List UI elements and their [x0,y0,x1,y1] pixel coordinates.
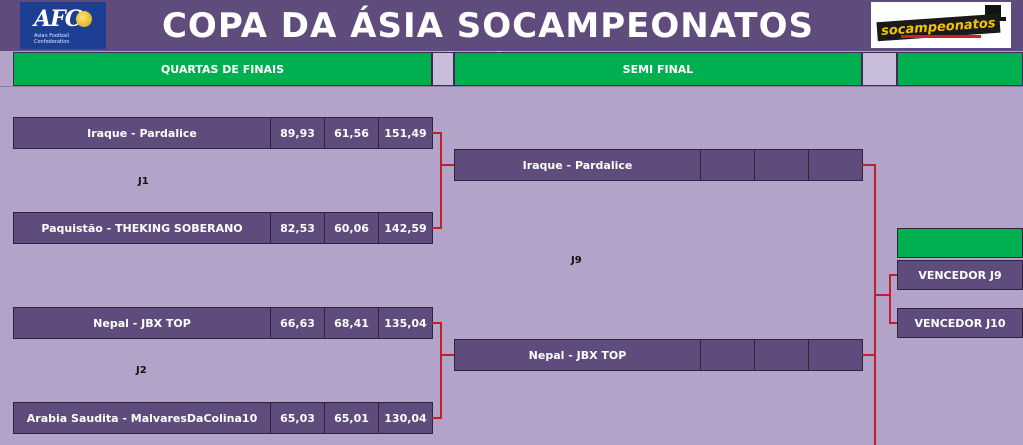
score-1: 66,63 [271,308,325,338]
score-total: 130,04 [379,403,432,433]
header-gap-2 [862,52,897,86]
match-label-j2: J2 [136,365,147,376]
bracket-line [862,164,875,166]
bracket-line [862,354,875,356]
match-row-qf1-away: Paquistão - THEKING SOBERANO 82,53 60,06… [13,212,433,244]
team-name: Iraque - Pardalice [455,150,701,180]
final-title-box [897,228,1023,258]
bracket-line [432,132,441,134]
afc-logo-text: AFC [34,6,82,32]
team-name: Nepal - JBX TOP [14,308,271,338]
match-row-qf1-home: Iraque - Pardalice 89,93 61,56 151,49 [13,117,433,149]
bracket-line [889,322,897,324]
bracket-line [440,354,454,356]
header-divider [0,86,1023,87]
team-name: Arabia Saudita - MalvaresDaColina10 [14,403,271,433]
score-1: 82,53 [271,213,325,243]
semifinals-header: SEMI FINAL [454,52,862,86]
score-2 [755,150,809,180]
score-1: 89,93 [271,118,325,148]
match-row-qf2-away: Arabia Saudita - MalvaresDaColina10 65,0… [13,402,433,434]
score-total [809,150,862,180]
bracket-line [440,132,442,229]
score-2 [755,340,809,370]
score-2: 61,56 [325,118,379,148]
final-slot-1: VENCEDOR J9 [897,260,1023,290]
bracket-line [432,227,441,229]
score-1 [701,340,755,370]
score-1: 65,03 [271,403,325,433]
score-total: 142,59 [379,213,432,243]
bracket-line [432,322,441,324]
bracket-line [874,294,890,296]
score-2: 65,01 [325,403,379,433]
football-icon [76,11,92,27]
afc-logo: AFC Asian Football Confederation [20,2,106,49]
match-label-j1: J1 [138,176,149,187]
quarterfinals-header: QUARTAS DE FINAIS [13,52,432,86]
score-total [809,340,862,370]
score-total: 135,04 [379,308,432,338]
score-2: 60,06 [325,213,379,243]
match-label-j9: J9 [571,255,582,266]
score-total: 151,49 [379,118,432,148]
afc-logo-subtitle: Asian Football Confederation [34,33,70,45]
team-name: Iraque - Pardalice [14,118,271,148]
bracket-line [440,322,442,419]
final-slot-2: VENCEDOR J10 [897,308,1023,338]
logo-stripe [901,35,981,38]
match-row-sf1-away: Nepal - JBX TOP [454,339,863,371]
bracket-line [874,164,876,445]
bracket-line [432,417,441,419]
bracket-line [440,164,454,166]
team-name: Paquistão - THEKING SOBERANO [14,213,271,243]
header-gap-1 [432,52,454,86]
final-header [897,52,1023,86]
score-2: 68,41 [325,308,379,338]
sponsor-logo: socampeonatos [871,2,1011,48]
team-name: Nepal - JBX TOP [455,340,701,370]
bracket-line [889,274,891,324]
bracket-line [889,274,897,276]
match-row-sf1-home: Iraque - Pardalice [454,149,863,181]
header-bar: AFC Asian Football Confederation COPA DA… [0,0,1023,86]
score-1 [701,150,755,180]
match-row-qf2-home: Nepal - JBX TOP 66,63 68,41 135,04 [13,307,433,339]
